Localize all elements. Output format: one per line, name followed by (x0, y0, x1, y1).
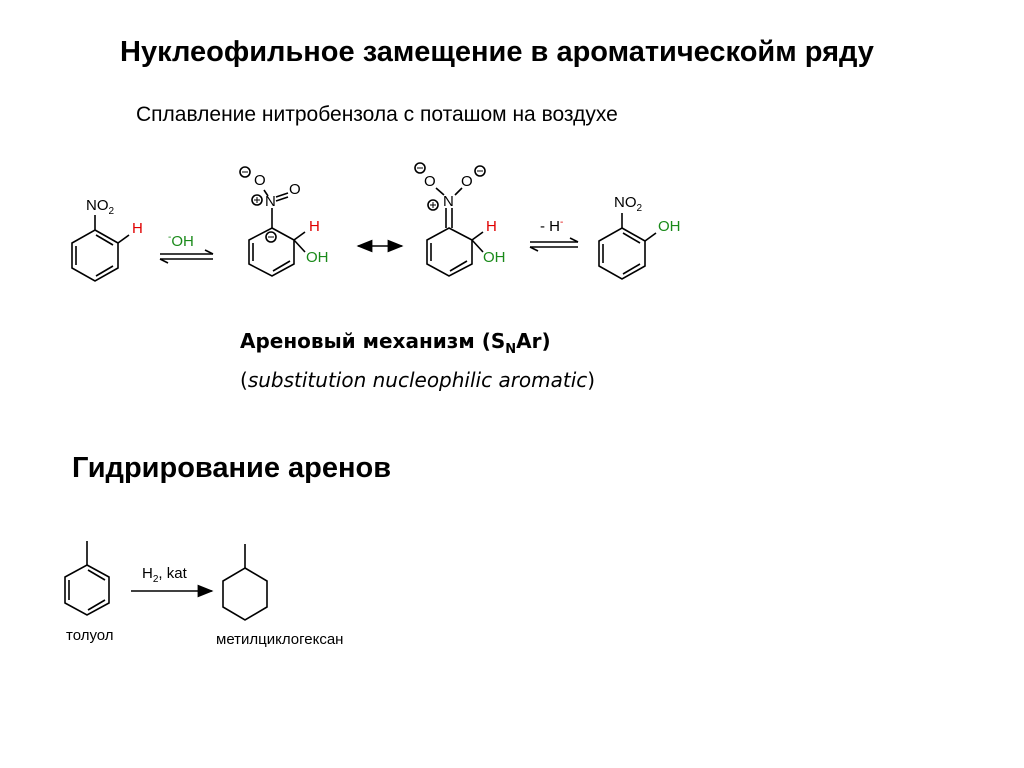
mechanism-description: Ареновый механизм (SNAr) (substitution n… (240, 326, 595, 395)
section-title-hydrogenation: Гидрирование аренов (72, 452, 392, 484)
n-label: N (265, 193, 276, 210)
o-minus-label: O (461, 173, 473, 190)
equilibrium-arrow-2: - H- (529, 217, 579, 252)
oh-label: OH (658, 218, 681, 235)
hydrogenation-arrow: H2, kat (131, 565, 214, 598)
oh-label: OH (483, 249, 506, 266)
o-nitrophenol-structure: NO2 OH (598, 194, 681, 280)
mechanism-name: Ареновый механизм (SNAr) (240, 329, 551, 357)
meisenheimer-complex-1: N O O H OH (239, 166, 329, 277)
h-label: H (132, 220, 143, 237)
toluene-structure (64, 541, 110, 616)
hydride-loss-label: - H- (540, 217, 563, 235)
no2-label: NO2 (86, 197, 115, 217)
oh-label: OH (306, 249, 329, 266)
o-minus-label: O (254, 172, 266, 189)
h-label: H (309, 218, 320, 235)
page-title: Нуклеофильное замещение в ароматическойм… (120, 36, 874, 68)
hydroxide-reagent: -OH (168, 232, 194, 250)
mechanism-english: (substitution nucleophilic aromatic) (240, 368, 596, 392)
no2-label: NO2 (614, 194, 643, 214)
h-label: H (486, 218, 497, 235)
o-minus-label: O (424, 173, 436, 190)
methylcyclohexane-label: метилциклогексан (216, 631, 343, 648)
equilibrium-arrow-1: -OH (159, 232, 214, 264)
hydrogenation-reagent: H2, kat (142, 565, 188, 585)
subtitle: Сплавление нитробензола с поташом на воз… (136, 103, 618, 126)
n-label: N (443, 193, 454, 210)
o-label: O (289, 181, 301, 198)
toluene-label: толуол (66, 627, 114, 644)
meisenheimer-complex-2: N O O H OH (414, 162, 506, 277)
nitrobenzene-structure: NO2 H (71, 197, 143, 282)
methylcyclohexane-structure (222, 544, 268, 621)
